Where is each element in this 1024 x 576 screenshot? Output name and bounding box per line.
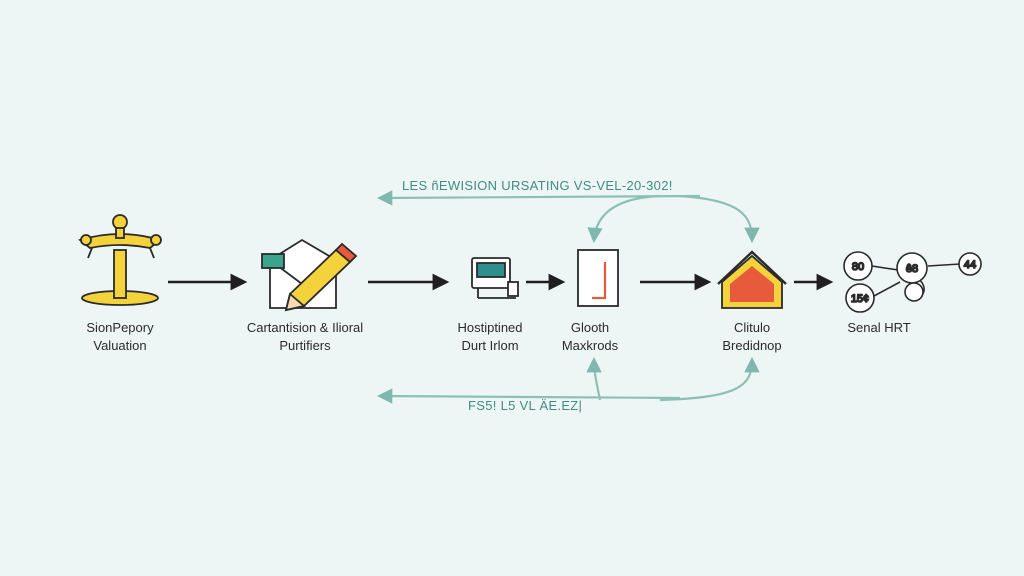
stage-label-4: Glooth Maxkrods (540, 319, 640, 355)
stage-3-line-1: Hostiptined (457, 320, 523, 335)
node-80-label: 80 (852, 261, 864, 273)
stage-2-line-2: Purtifiers (279, 338, 331, 353)
stage-4-line-1: Glooth (570, 320, 610, 335)
stage-label-2: Cartantision & Ilioral Purtifiers (220, 319, 390, 355)
stage-label-6: Senal HRT (834, 319, 924, 337)
stage-1-line-2: Valuation (93, 338, 147, 353)
stage-1-line-1: SionPepory (86, 320, 154, 335)
stage-label-1: SionPepory Valuation (60, 319, 180, 355)
house-icon (717, 250, 787, 309)
stage-label-5: Clitulo Bredidnop (700, 319, 804, 355)
stage-2-line-1: Cartantision & Ilioral (246, 320, 364, 335)
node-hand (904, 282, 924, 302)
bottom-loop-line (376, 388, 681, 404)
node-e8-label: ê8 (906, 263, 918, 275)
stage-4-line-2: Maxkrods (561, 338, 619, 353)
top-loop-arc-left (587, 194, 661, 244)
node-80 (843, 251, 873, 281)
node-15-label: 15¢ (851, 293, 869, 305)
document-icon (577, 249, 619, 307)
node-44-label: 44 (964, 259, 976, 271)
bottom-loop-arc-left (586, 356, 602, 401)
stage-5-line-1: Clitulo (733, 320, 771, 335)
node-44 (958, 252, 982, 276)
network-nodes-icon: 80 ê8 44 15¢ (843, 251, 982, 313)
bottom-loop-arc-right (659, 356, 760, 402)
stage-label-3: Hostiptined Durt Irlom (430, 319, 550, 355)
top-loop-arc-right (679, 194, 760, 244)
stage-3-line-2: Durt Irlom (461, 338, 519, 353)
node-edge-3 (873, 281, 901, 297)
node-15 (845, 283, 875, 313)
node-edge-1 (871, 265, 899, 271)
stage-5-line-2: Bredidnop (722, 338, 782, 353)
pencil-envelope-icon (261, 238, 358, 312)
node-edge-2 (927, 263, 961, 267)
scale-icon (78, 214, 162, 306)
top-loop-label: LES ñEWISION URSATING VS-VEL-20-302! (402, 178, 673, 193)
stage-6-line-1: Senal HRT (847, 320, 911, 335)
top-feedback-loop (376, 190, 760, 244)
bottom-loop-label: FS5! L5 VL ÄE.EZ| (468, 398, 583, 413)
monitor-icon (471, 257, 519, 299)
bottom-feedback-loop (376, 356, 760, 404)
